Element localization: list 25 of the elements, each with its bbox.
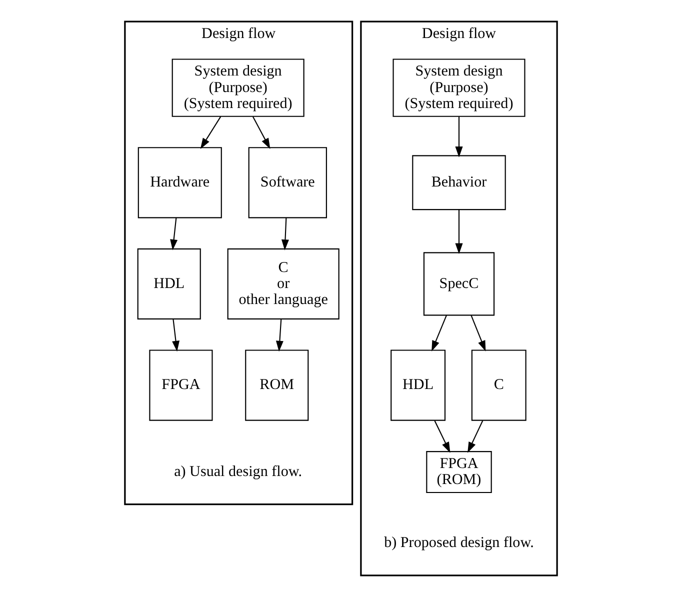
- arrow: [280, 218, 288, 250]
- arrow: [200, 116, 221, 149]
- node-box: System design (Purpose) (System required): [171, 58, 304, 117]
- node-box: SpecC: [422, 252, 494, 316]
- arrow: [431, 315, 446, 352]
- node-box: FPGA (ROM): [426, 450, 492, 494]
- node-box: System design (Purpose) (System required): [392, 58, 525, 117]
- arrow: [454, 210, 462, 254]
- arrow: [470, 315, 486, 352]
- node-box: Software: [248, 147, 326, 218]
- node-box: HDL: [136, 248, 200, 320]
- node-box: ROM: [244, 350, 308, 421]
- node-box: C or other language: [226, 248, 339, 320]
- node-box: C: [470, 350, 526, 421]
- node-box: HDL: [390, 350, 446, 421]
- arrow: [275, 319, 283, 352]
- arrow: [172, 319, 180, 352]
- arrow: [454, 116, 462, 158]
- arrow: [467, 420, 483, 453]
- arrow: [434, 420, 450, 453]
- node-box: FPGA: [148, 350, 212, 421]
- node-box: Hardware: [137, 147, 222, 218]
- arrow: [170, 218, 178, 250]
- node-box: Behavior: [412, 155, 506, 210]
- arrow: [252, 116, 270, 149]
